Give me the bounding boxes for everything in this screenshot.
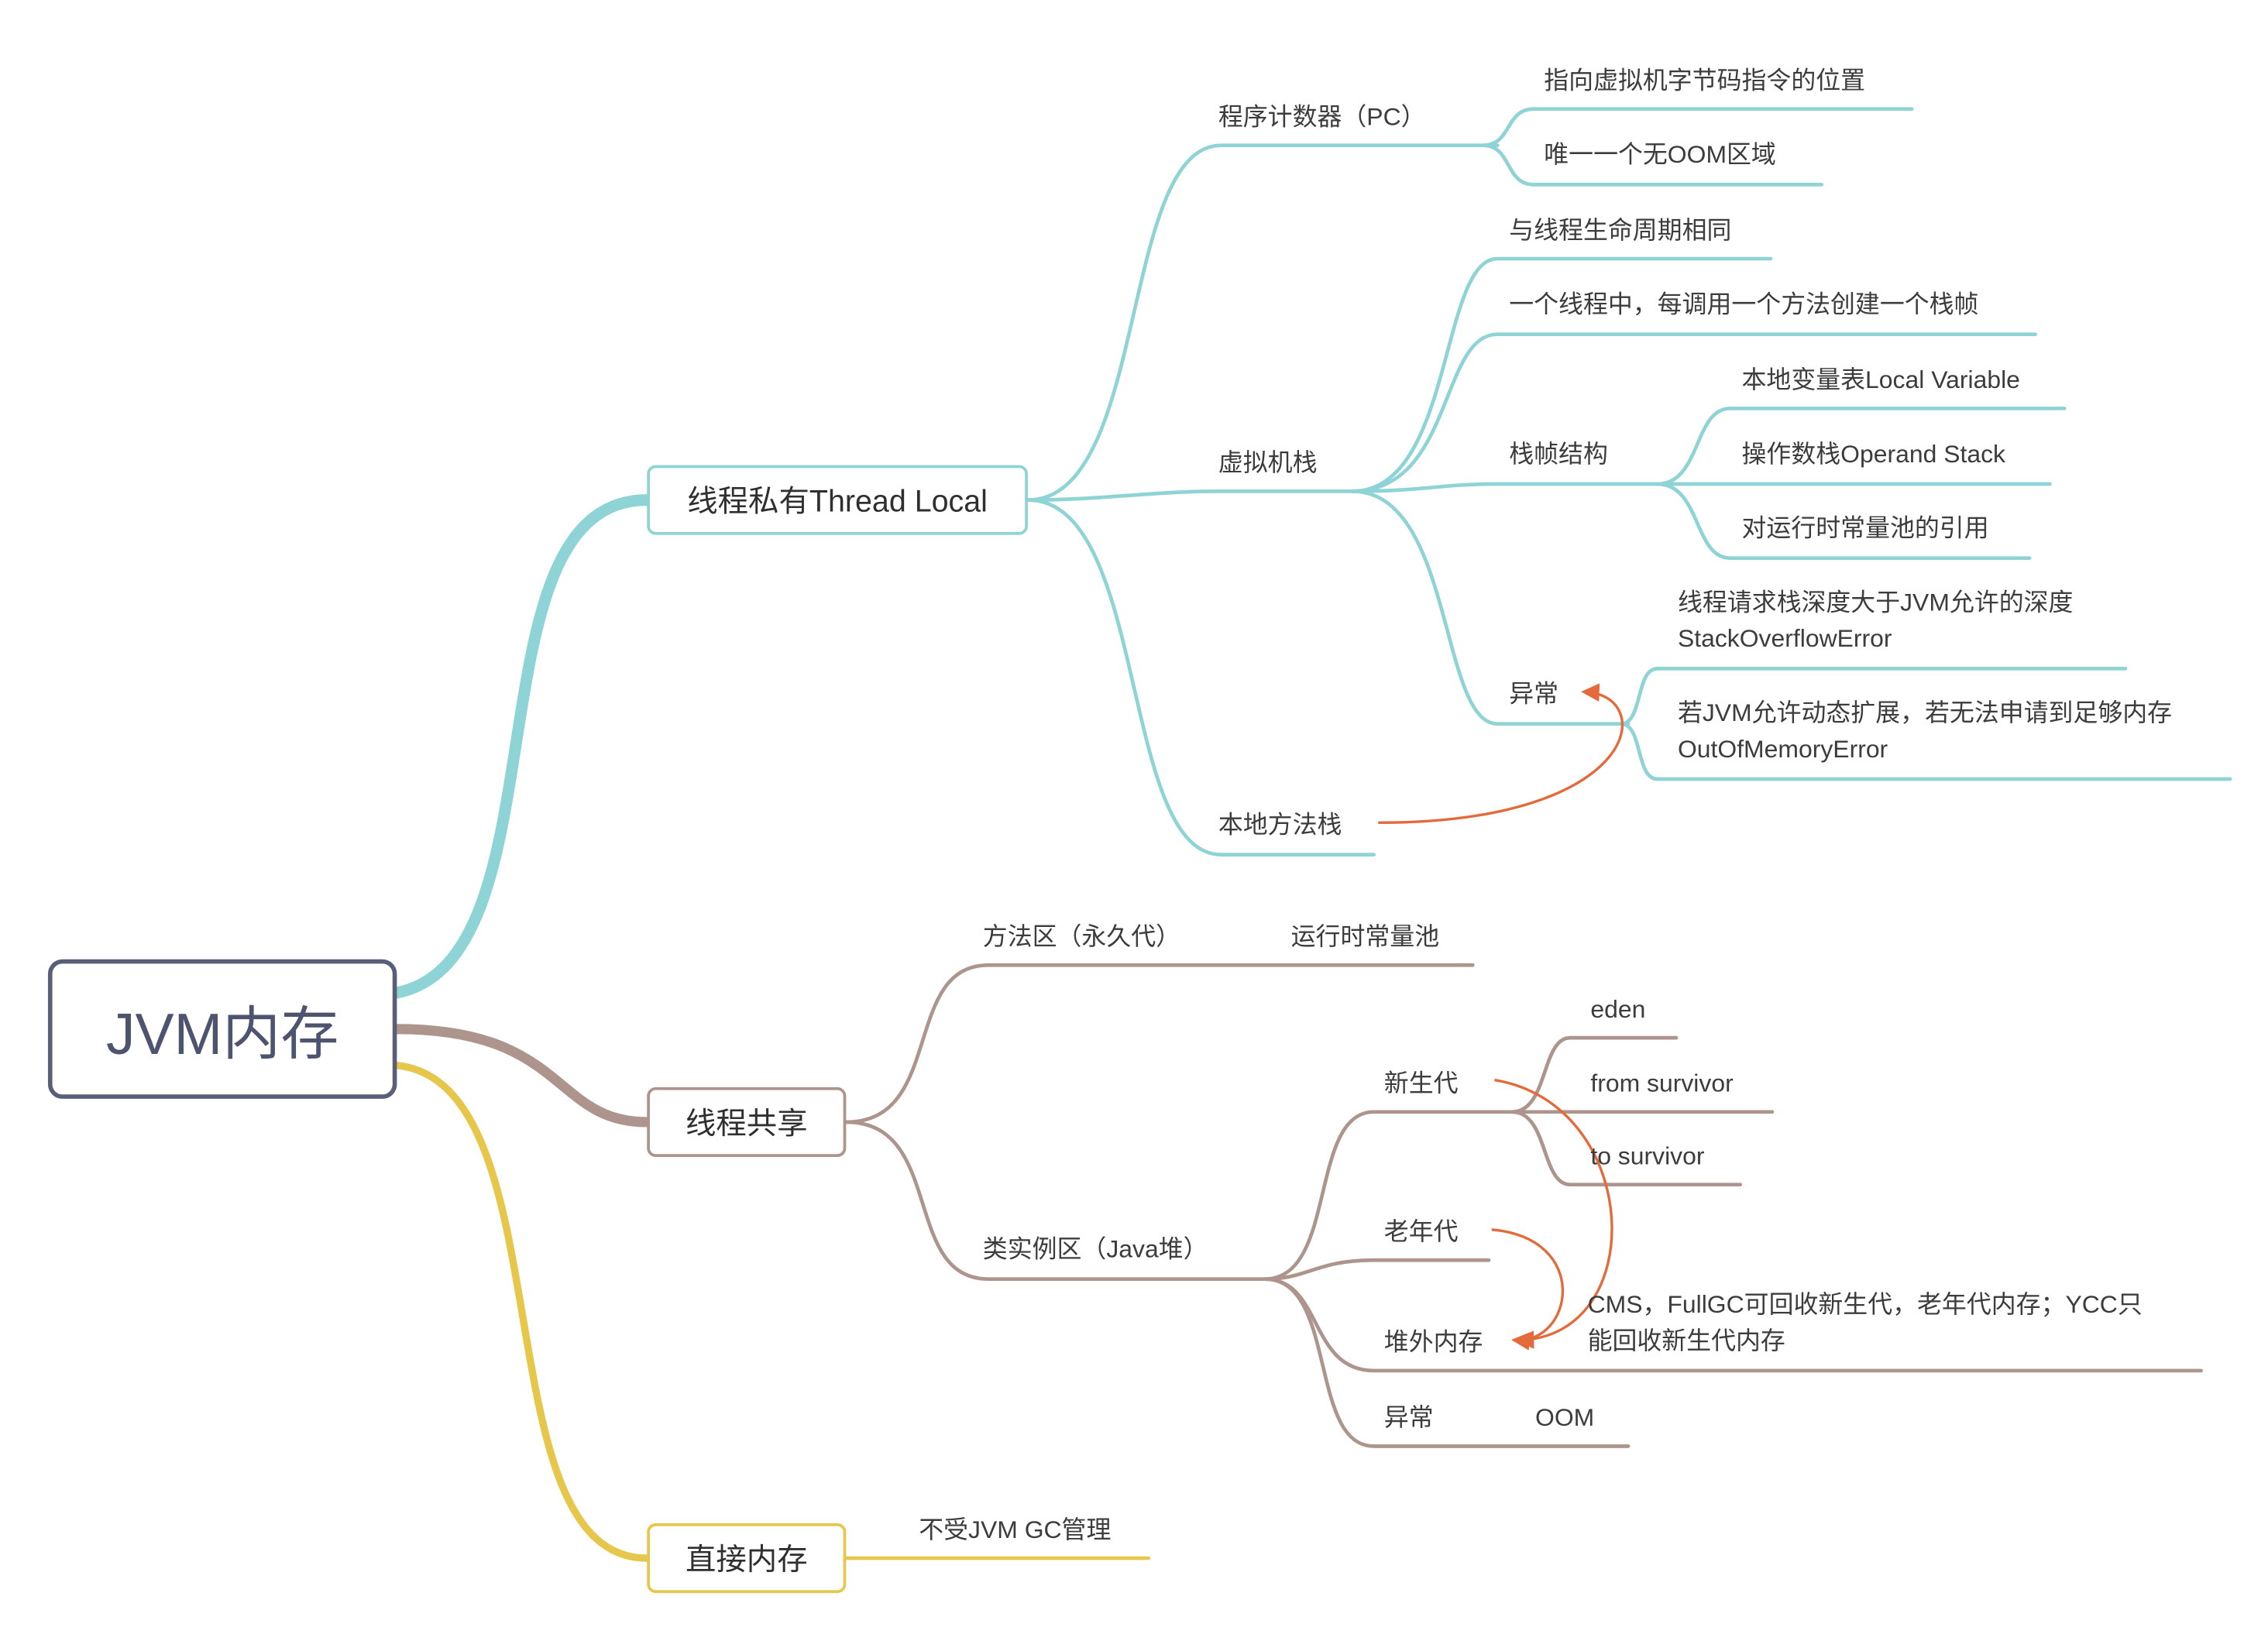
branch-root-shared [391,1024,652,1128]
frame-structure-item-1[interactable]: 本地变量表Local Variable [1741,366,2020,394]
line-shared-heap [844,1120,1267,1282]
thread-shared-node[interactable]: 线程共享 [647,1086,847,1158]
direct-memory-node[interactable]: 直接内存 [647,1522,847,1594]
line-young-to [1510,1110,1742,1187]
oom-node[interactable]: OOM [1535,1404,1595,1432]
relation-young-to-offheap [1494,1078,1613,1349]
line-heap-old [1263,1258,1491,1282]
frame-structure-item-2[interactable]: 操作数栈Operand Stack [1741,440,2006,469]
exception-2-line1[interactable]: 若JVM允许动态扩展，若无法申请到足够内存 [1677,699,2173,727]
vm-stack-exception-node[interactable]: 异常 [1509,680,1559,709]
runtime-constant-pool-node[interactable]: 运行时常量池 [1290,922,1440,951]
from-survivor-node[interactable]: from survivor [1590,1069,1734,1098]
line-private-pc [1026,143,1500,502]
line-heap-young [1263,1110,1514,1282]
line-private-native [1026,498,1376,856]
line-structure-item3 [1655,482,2032,561]
line-private-vmstack [1026,489,1354,502]
line-pc-item2 [1481,143,1824,187]
pc-item-1[interactable]: 指向虚拟机字节码指令的位置 [1544,67,1866,94]
not-gc-managed-node[interactable]: 不受JVM GC管理 [919,1516,1112,1544]
relation-old-to-offheap [1491,1228,1565,1351]
frame-structure-item-3[interactable]: 对运行时常量池的引用 [1741,514,1989,543]
gc-note-line2[interactable]: 能回收新生代内存 [1587,1327,1785,1355]
vm-stack-lifecycle[interactable]: 与线程生命周期相同 [1509,216,1732,245]
line-exception-item2 [1619,722,2232,781]
line-pc-item1 [1481,107,1914,148]
eden-node[interactable]: eden [1590,995,1646,1024]
frame-structure-node[interactable]: 栈帧结构 [1509,440,1608,469]
pc-node[interactable]: 程序计数器（PC） [1218,103,1426,131]
line-vmstack-structure [1350,482,1660,493]
method-area-node[interactable]: 方法区（永久代） [982,922,1181,951]
vm-stack-node[interactable]: 虚拟机栈 [1218,448,1318,477]
heap-exception-node[interactable]: 异常 [1383,1404,1434,1432]
exception-1-line2[interactable]: StackOverflowError [1677,625,1892,653]
exception-1-line1[interactable]: 线程请求栈深度大于JVM允许的深度 [1677,589,2074,616]
line-vmstack-lifecycle [1350,256,1773,493]
young-gen-node[interactable]: 新生代 [1383,1069,1459,1098]
relation-native-to-exception [1378,683,1624,825]
old-gen-node[interactable]: 老年代 [1383,1217,1459,1246]
native-stack-node[interactable]: 本地方法栈 [1218,811,1342,839]
pc-item-2[interactable]: 唯一一个无OOM区域 [1544,141,1776,169]
root-node[interactable]: JVM内存 [47,959,397,1099]
offheap-node[interactable]: 堆外内存 [1383,1328,1483,1357]
branch-root-private [390,494,653,999]
line-exception-item1 [1619,667,2128,726]
line-structure-item1 [1655,407,2067,486]
line-vmstack-frame [1350,332,2038,493]
heap-node[interactable]: 类实例区（Java堆） [982,1235,1208,1264]
line-vmstack-exception [1350,489,1631,726]
exception-2-line2[interactable]: OutOfMemoryError [1677,735,1888,764]
line-shared-method [844,963,1475,1124]
vm-stack-frame-per-call[interactable]: 一个线程中，每调用一个方法创建一个栈帧 [1509,290,1979,319]
line-young-eden [1510,1035,1679,1114]
to-survivor-node[interactable]: to survivor [1590,1142,1705,1170]
line-heap-exception [1263,1277,1631,1448]
branch-root-direct [393,1062,651,1562]
gc-note-line1[interactable]: CMS，FullGC可回收新生代，老年代内存；YCC只 [1587,1290,2143,1319]
thread-local-node[interactable]: 线程私有Thread Local [647,465,1028,535]
